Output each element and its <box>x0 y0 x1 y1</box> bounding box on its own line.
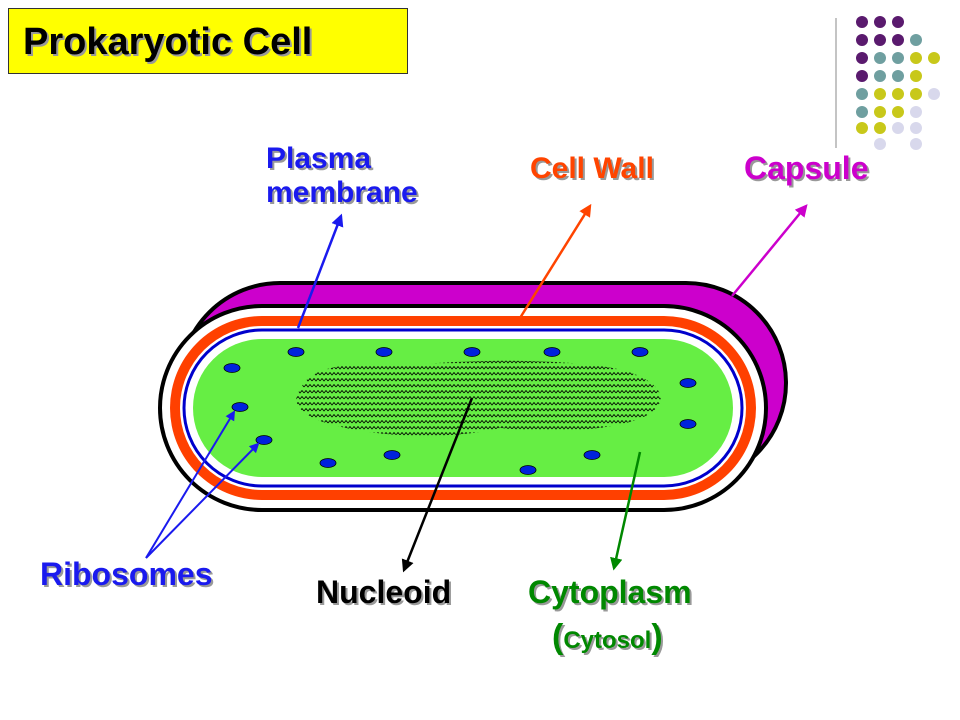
ribosomes <box>223 347 697 475</box>
ribosome <box>375 347 393 357</box>
capsule-label: Capsule <box>744 150 869 186</box>
capsule-arrow <box>731 204 808 297</box>
ribosome <box>223 363 241 373</box>
plasma-membrane-arrow <box>296 213 344 329</box>
nucleoid-region <box>296 360 661 436</box>
cell-wall-label: Cell Wall <box>530 152 654 185</box>
nucleoid-label: Nucleoid <box>316 574 452 610</box>
ribosome <box>679 378 697 388</box>
page-title: Prokaryotic Cell <box>23 21 313 63</box>
plasma-membrane-label-line2: membrane <box>266 176 418 209</box>
cytoplasm-label: Cytoplasm <box>528 574 692 610</box>
ribosome <box>679 419 697 429</box>
ribosomes-label: Ribosomes <box>40 556 213 592</box>
ribosome <box>583 450 601 460</box>
ribosome <box>231 402 249 412</box>
cytosol-text: Cytosol <box>563 627 652 654</box>
decorative-dot-grid <box>835 16 940 150</box>
ribosome <box>519 465 537 475</box>
ribosome <box>383 450 401 460</box>
ribosome <box>543 347 561 357</box>
cytoplasm-arrow <box>610 451 642 571</box>
ribosome-arrow-2 <box>145 442 260 559</box>
ribosome <box>287 347 305 357</box>
cell-wall-arrow <box>518 203 592 319</box>
cytosol-open-paren: ( <box>552 618 564 656</box>
ribosome <box>255 435 273 445</box>
title-box: Prokaryotic Cell <box>8 8 408 74</box>
ribosome <box>463 347 481 357</box>
plasma-membrane-label-line1: Plasma <box>266 142 372 175</box>
cytosol-close-paren: ) <box>651 618 663 656</box>
ribosome <box>319 458 337 468</box>
cytosol-label: (Cytosol) <box>552 618 663 657</box>
ribosome <box>631 347 649 357</box>
ribosome-arrow-1 <box>145 410 236 559</box>
nucleoid-arrow <box>401 397 474 573</box>
